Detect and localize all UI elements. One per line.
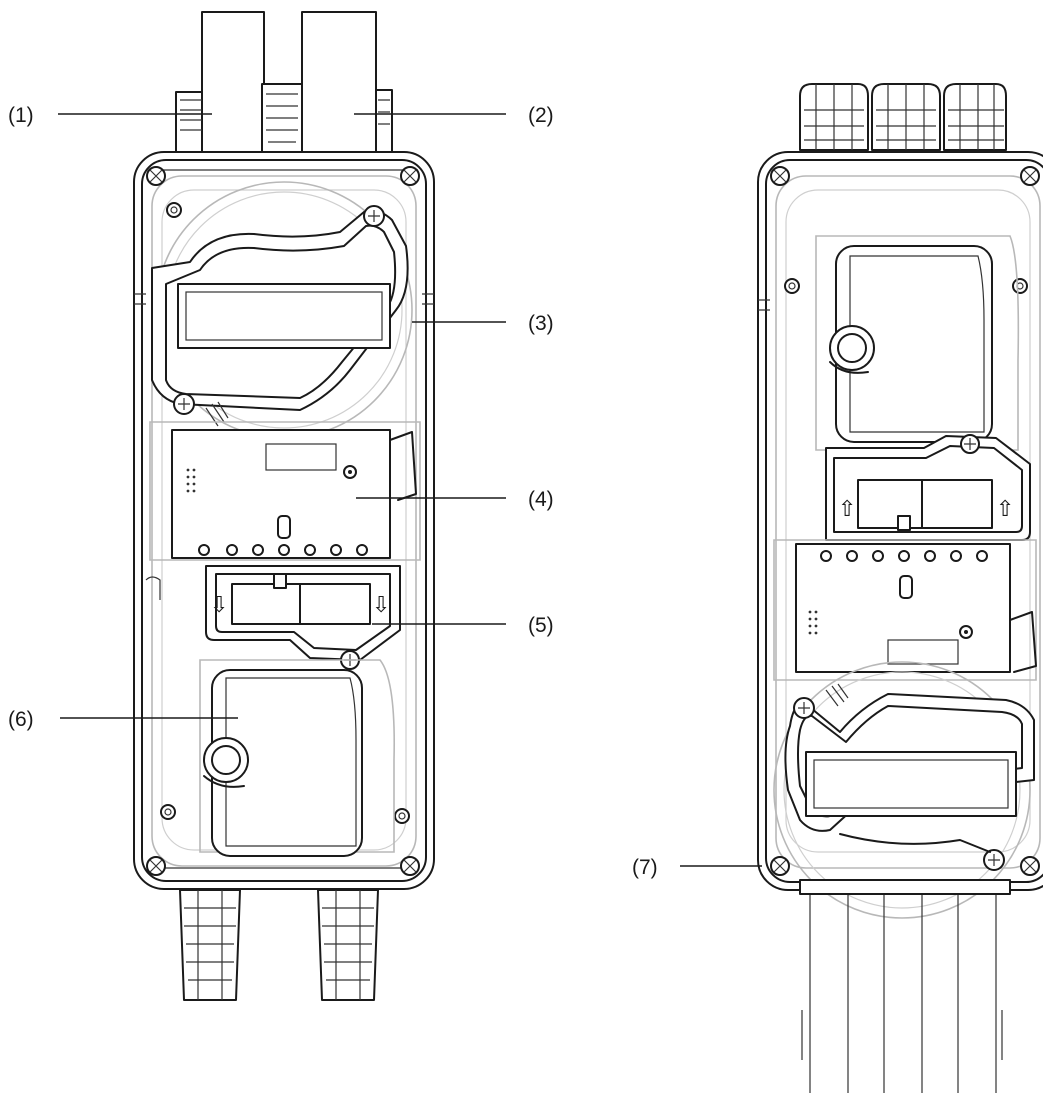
right-filter-frame: ⇧ ⇧ [825,434,1031,541]
left-filter-frame: ⇩ ⇩ [205,565,401,670]
callout-label-6: (6) [8,708,34,731]
left-corner-screws [146,166,420,876]
callout-label-7: (7) [632,856,658,879]
pipe-left [201,11,265,163]
left-vent-dots [186,468,196,493]
up-arrow-icon: ⇧ [838,497,856,522]
right-electronics-module [773,539,1037,681]
top-glands [175,83,393,161]
callout-2: (2) [354,104,554,127]
callout-5: (5) [372,614,554,637]
down-arrow-icon: ⇩ [210,593,228,618]
left-lower-chamber [199,659,396,857]
right-vent-dots [808,610,818,635]
left-electronics-module [149,421,421,561]
callout-label-5: (5) [528,614,554,637]
left-unit: ⇩ ⇩ [133,11,435,1001]
callout-7: (7) [632,856,762,879]
callout-3: (3) [412,312,554,335]
callout-4: (4) [356,488,554,511]
callout-label-2: (2) [528,104,554,127]
right-chamber-cover [773,661,1035,919]
callout-6: (6) [8,708,238,731]
right-unit: ⇧ ⇧ [757,83,1043,1093]
left-bottom-glands [179,889,379,1001]
pipe-right [301,11,377,163]
left-chamber-cover [151,181,413,439]
left-terminal-row [198,544,368,556]
callout-label-4: (4) [528,488,554,511]
right-upper-chamber [815,235,1020,451]
up-arrow-icon: ⇧ [996,497,1014,522]
right-bottom-pipes [799,879,1011,1093]
down-arrow-icon: ⇩ [372,593,390,618]
callout-label-3: (3) [528,312,554,335]
right-top-glands [799,83,1007,151]
callout-1: (1) [8,104,212,127]
right-terminal-row [820,550,988,562]
callout-label-1: (1) [8,104,34,127]
